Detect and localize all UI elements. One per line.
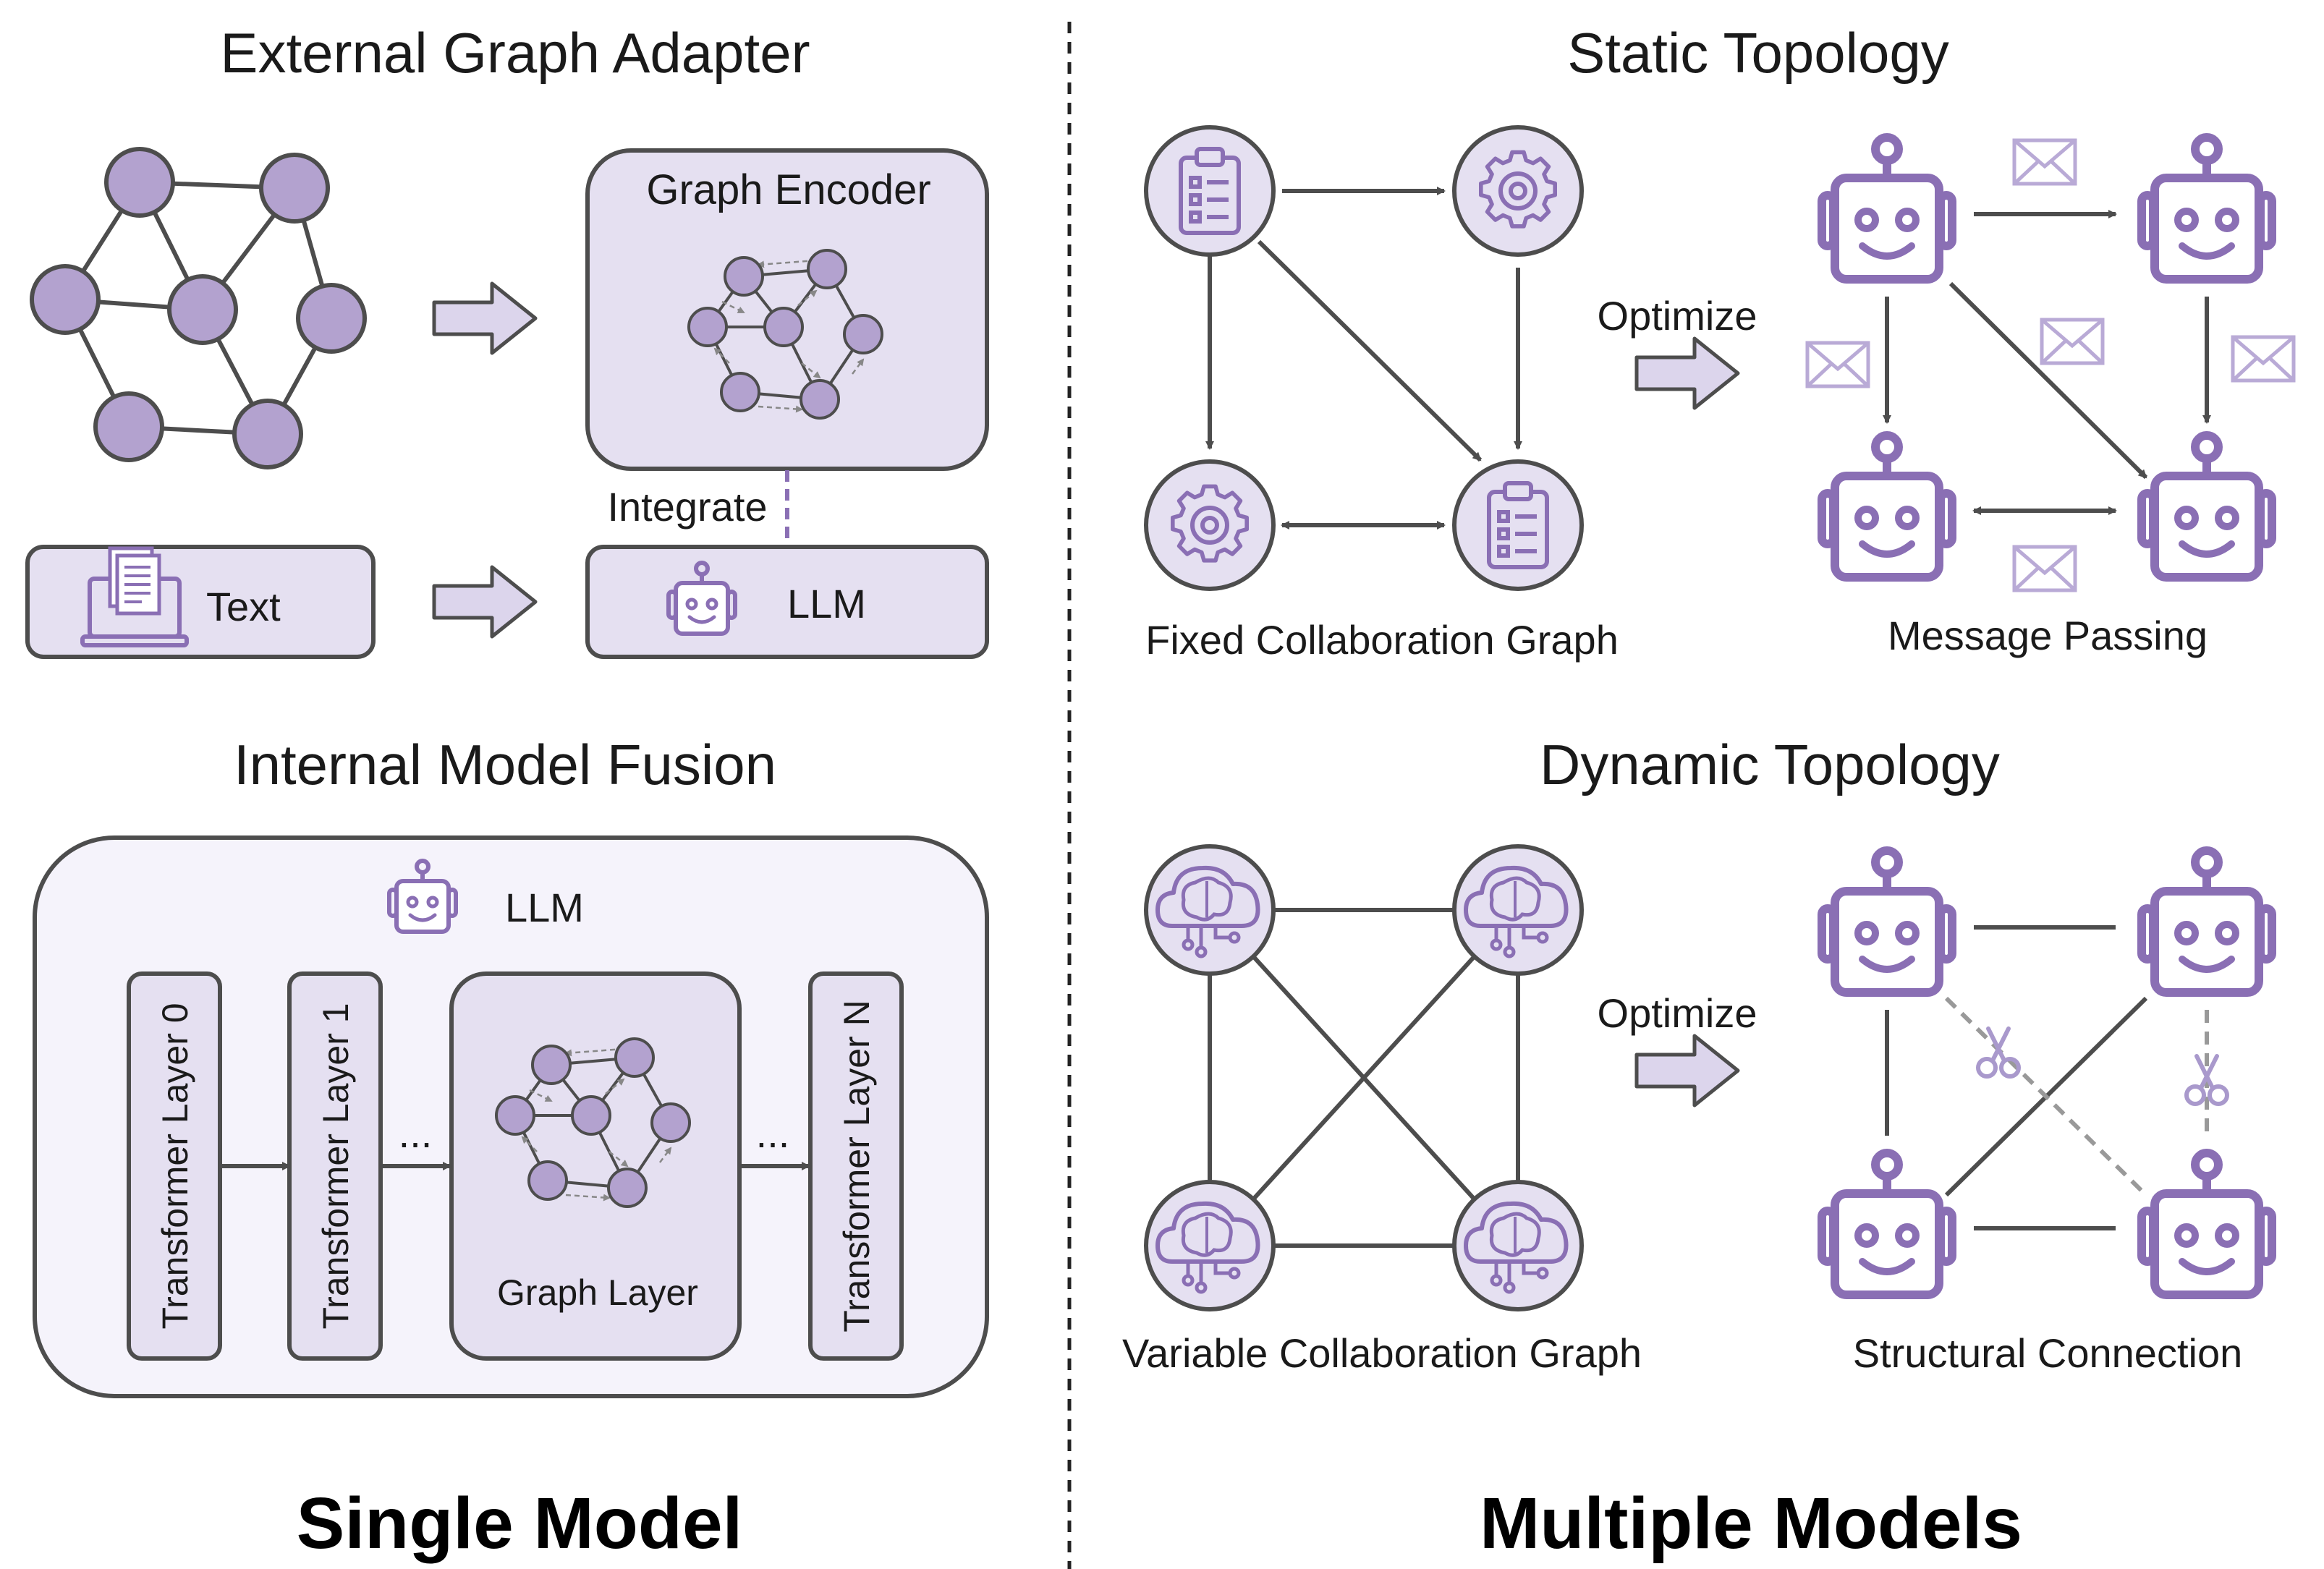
llm-box: LLM (585, 545, 989, 659)
fixed-collaboration-graph (1144, 125, 1584, 591)
block-arrow-icon (1637, 1036, 1738, 1105)
graph-node (296, 283, 367, 354)
graph-layer-box: Graph Layer (449, 971, 742, 1361)
static-topology-title: Static Topology (1567, 21, 1949, 85)
transformer-layer-1: Transformer Layer 1 (287, 971, 383, 1361)
robot-icon (2142, 137, 2272, 279)
multiple-models-footer: Multiple Models (1480, 1483, 2022, 1564)
envelope-icon (2014, 140, 2075, 184)
graph-node (167, 274, 238, 345)
robot-icon (2142, 435, 2272, 577)
agent-node (1144, 1180, 1276, 1311)
fusion-llm-label: LLM (505, 885, 584, 930)
graph-node (232, 399, 303, 469)
robot-icon (2142, 1153, 2272, 1295)
internal-model-fusion-title: Internal Model Fusion (234, 733, 776, 796)
external-graph-adapter-title: External Graph Adapter (220, 21, 810, 85)
agent-node (1452, 459, 1584, 591)
envelope-icon (2014, 547, 2075, 590)
block-arrow-icon (434, 284, 535, 353)
ellipsis: ... (399, 1110, 433, 1156)
robot-icon (1822, 851, 1952, 992)
layer-label: Transformer Layer N (836, 1000, 877, 1332)
dynamic-topology-title: Dynamic Topology (1540, 733, 2000, 796)
ellipsis: ... (756, 1110, 790, 1156)
robot-icon (1822, 137, 1952, 279)
graph-encoder-box: Graph Encoder (585, 148, 989, 471)
structural-connection-caption: Structural Connection (1853, 1330, 2243, 1376)
agent-node (1144, 459, 1276, 591)
block-arrow-icon (1637, 339, 1738, 408)
text-label: Text (206, 584, 281, 629)
optimize-label: Optimize (1598, 990, 1757, 1036)
robot-icon (1822, 1153, 1952, 1295)
graph-node (93, 391, 164, 462)
envelope-icon (1807, 343, 1868, 386)
message-passing-caption: Message Passing (1888, 613, 2208, 658)
variable-collaboration-graph (1144, 844, 1584, 1311)
robot-icon (2142, 851, 2272, 992)
agent-node (1452, 1180, 1584, 1311)
structural-connection-graph (1822, 851, 2272, 1295)
transformer-layer-0: Transformer Layer 0 (127, 971, 222, 1361)
layer-label: Transformer Layer 1 (315, 1003, 356, 1329)
input-graph (30, 147, 367, 469)
agent-node (1452, 125, 1584, 257)
envelope-icon (2233, 337, 2294, 380)
graph-encoder-label: Graph Encoder (646, 166, 930, 213)
graph-node (104, 147, 175, 218)
robot-icon (1822, 435, 1952, 577)
text-box: Text (25, 545, 376, 659)
agent-node (1144, 125, 1276, 257)
agent-node (1144, 844, 1276, 976)
single-model-footer: Single Model (297, 1483, 743, 1564)
variable-collaboration-caption: Variable Collaboration Graph (1122, 1330, 1642, 1376)
layer-label: Transformer Layer 0 (155, 1003, 195, 1329)
graph-node (30, 264, 101, 335)
message-passing-graph (1807, 137, 2294, 590)
fixed-collaboration-caption: Fixed Collaboration Graph (1145, 617, 1619, 663)
optimize-label: Optimize (1598, 293, 1757, 339)
envelope-icon (2042, 320, 2103, 363)
graph-node (259, 153, 330, 224)
agent-node (1452, 844, 1584, 976)
transformer-layer-n: Transformer Layer N (808, 971, 904, 1361)
graph-layer-label: Graph Layer (497, 1272, 698, 1313)
llm-label: LLM (787, 581, 866, 626)
block-arrow-icon (434, 567, 535, 637)
integrate-label: Integrate (607, 484, 767, 530)
